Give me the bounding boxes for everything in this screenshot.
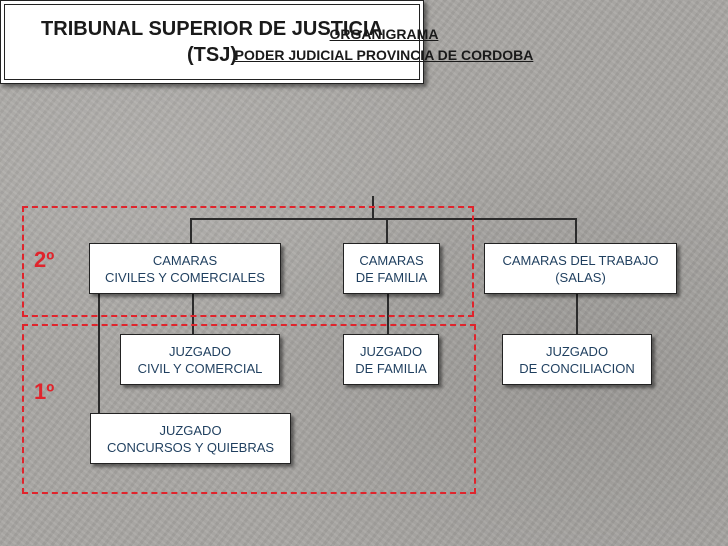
juzgado-civil-box: JUZGADO CIVIL Y COMERCIAL xyxy=(120,334,280,385)
camaras-civiles-line1: CAMARAS xyxy=(152,252,218,268)
camaras-familia-line1: CAMARAS xyxy=(359,252,424,268)
camaras-familia-line2: DE FAMILIA xyxy=(355,269,428,285)
level-2-label: 2º xyxy=(34,247,55,272)
camaras-civiles-line2: CIVILES Y COMERCIALES xyxy=(105,269,265,285)
juzgado-conciliacion-line1: JUZGADO xyxy=(545,343,609,359)
connector-civiles-to-juzgado-civil xyxy=(192,294,194,334)
page-title: ORGANIGRAMA xyxy=(329,26,439,42)
juzgado-civil-line1: JUZGADO xyxy=(168,343,232,359)
connector-trabajo xyxy=(575,218,577,243)
tribunal-superior-name: TRIBUNAL SUPERIOR DE JUSTICIA xyxy=(41,18,383,40)
connector-civiles-to-concursos xyxy=(98,294,100,432)
juzgado-familia-line1: JUZGADO xyxy=(359,343,423,359)
connector-civiles xyxy=(190,218,192,243)
juzgado-conciliacion-line2: DE CONCILIACION xyxy=(519,360,635,376)
camaras-civiles-box: CAMARAS CIVILES Y COMERCIALES xyxy=(89,243,281,294)
connector-horizontal-top xyxy=(190,218,576,220)
juzgado-familia-box: JUZGADO DE FAMILIA xyxy=(343,334,439,385)
juzgado-concursos-box: JUZGADO CONCURSOS Y QUIEBRAS xyxy=(90,413,291,464)
connector-familia xyxy=(386,218,388,243)
juzgado-conciliacion-box: JUZGADO DE CONCILIACION xyxy=(502,334,652,385)
camaras-trabajo-box: CAMARAS DEL TRABAJO (SALAS) xyxy=(484,243,677,294)
camaras-trabajo-line1: CAMARAS DEL TRABAJO xyxy=(502,252,659,268)
tribunal-superior-abbr: (TSJ) xyxy=(187,44,237,66)
connector-trabajo-to-conciliacion xyxy=(576,294,578,334)
juzgado-concursos-line1: JUZGADO xyxy=(159,422,222,438)
level-2-region xyxy=(22,206,474,317)
camaras-familia-box: CAMARAS DE FAMILIA xyxy=(343,243,440,294)
juzgado-civil-line2: CIVIL Y COMERCIAL xyxy=(137,360,263,376)
page-subtitle: PODER JUDICIAL PROVINCIA DE CORDOBA xyxy=(234,47,534,63)
camaras-trabajo-line2: (SALAS) xyxy=(555,269,606,285)
connector-familia-to-juzgado xyxy=(387,294,389,334)
juzgado-concursos-line2: CONCURSOS Y QUIEBRAS xyxy=(106,439,275,455)
tribunal-superior-box: TRIBUNAL SUPERIOR DE JUSTICIA (TSJ) xyxy=(0,0,424,84)
level-1-label: 1º xyxy=(34,379,55,404)
juzgado-familia-line2: DE FAMILIA xyxy=(355,360,427,376)
level-1-region xyxy=(22,324,476,494)
